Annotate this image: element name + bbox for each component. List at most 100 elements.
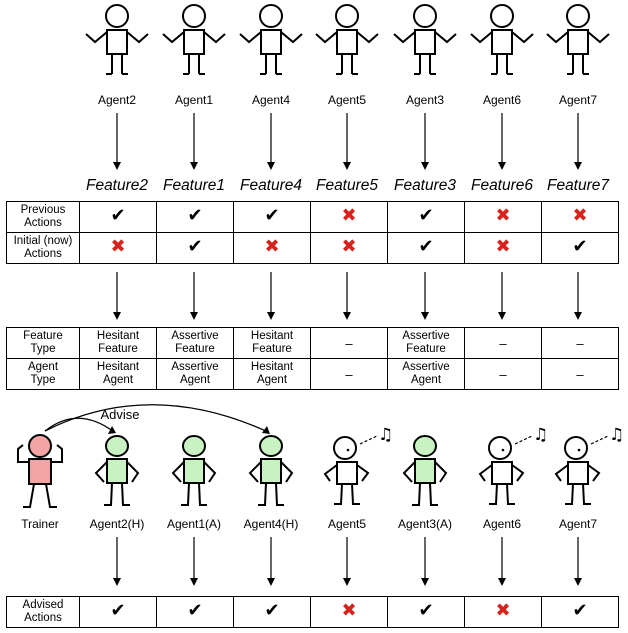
advised-arrow-head [267,578,275,586]
left-arm [546,31,569,44]
feature-arrow-head [113,312,121,320]
left-leg [181,482,190,506]
action-cell: ✖ [233,232,311,264]
advised-cell: ✖ [310,596,388,628]
cross-icon: ✖ [495,600,511,621]
type-cell-line: Assertive [402,361,450,373]
advised-arrow-head [190,578,198,586]
feature-arrow-head [343,312,351,320]
cross-icon: ✖ [264,236,280,257]
right-leg [45,483,57,508]
bottom-agent-label: Agent1(A) [166,517,222,531]
action-cell: ✔ [387,232,465,264]
left-arm [17,444,29,463]
row-header-line: Initial (now) [13,235,73,247]
check-icon: ✔ [418,600,434,621]
bottom-agent-figure-3 [248,435,294,506]
right-arm [587,31,610,44]
bottom-agent-figure-7: ♫ [554,425,624,505]
action-cell: ✖ [464,201,542,233]
bottom-agent-label: Agent7 [558,517,598,531]
row-header-line: Advised [22,599,64,611]
feature-label: Feature6 [470,177,534,194]
right-arm [511,31,534,44]
agent-label: Agent6 [482,93,522,107]
left-arm [85,31,108,44]
torso [260,458,282,484]
right-arm [587,464,601,482]
row-header-line: Type [30,374,56,386]
bottom-agent-label: Agent2(H) [89,517,145,531]
action-cell: ✖ [310,201,388,233]
type-cell-line: Agent [102,374,134,386]
right-arm [280,461,294,483]
type-cell-line: Feature [175,343,215,355]
head [335,4,359,28]
agent-label: Agent5 [327,93,367,107]
agent-figure-6 [470,4,534,75]
cross-icon: ✖ [572,205,588,226]
advised-cell: ✔ [79,596,157,628]
torso [414,458,436,484]
left-leg [489,483,498,505]
check-icon: ✔ [418,236,434,257]
agent-arrow-head [498,162,506,170]
torso [414,29,436,55]
head [182,435,206,457]
agent-arrow-head [113,162,121,170]
feature-label: Feature3 [393,177,457,194]
type-cell-line: Assertive [402,330,450,342]
right-leg [198,482,207,506]
cross-icon: ✖ [495,236,511,257]
bottom-agent-label: Agent5 [327,517,367,531]
torso [260,29,282,55]
type-cell-line: – [499,335,507,351]
right-arm [51,444,63,463]
action-cell: ✖ [310,232,388,264]
type-cell: – [310,358,388,390]
advised-cell: ✔ [156,596,234,628]
action-cell: ✔ [156,201,234,233]
type-cell-line: – [345,335,353,351]
left-arm [171,461,185,483]
type-cell-line: – [576,335,584,351]
left-leg [258,482,267,506]
check-icon: ✔ [572,600,588,621]
type-cell-line: Feature [252,343,292,355]
music-note-icon: ♫ [533,425,548,445]
left-arm [554,464,569,482]
check-icon: ✔ [264,205,280,226]
right-arm [356,464,370,482]
feature-label: Feature5 [315,177,379,194]
bottom-agent-figure-4: ♫ [323,425,393,505]
right-leg [351,483,360,505]
torso [567,461,589,485]
type-cell-line: Agent [410,374,442,386]
left-arm [393,31,416,44]
right-leg [506,483,515,505]
row-header: Initial (now)Actions [6,232,80,264]
right-arm [203,461,217,483]
feature-arrow-head [421,312,429,320]
left-arm [162,31,185,44]
action-cell: ✔ [156,232,234,264]
advised-cell: ✔ [233,596,311,628]
advised-cell: ✔ [387,596,465,628]
type-cell-line: Assertive [171,361,219,373]
feature-arrow-head [498,312,506,320]
agent-label: Agent2 [97,93,137,107]
